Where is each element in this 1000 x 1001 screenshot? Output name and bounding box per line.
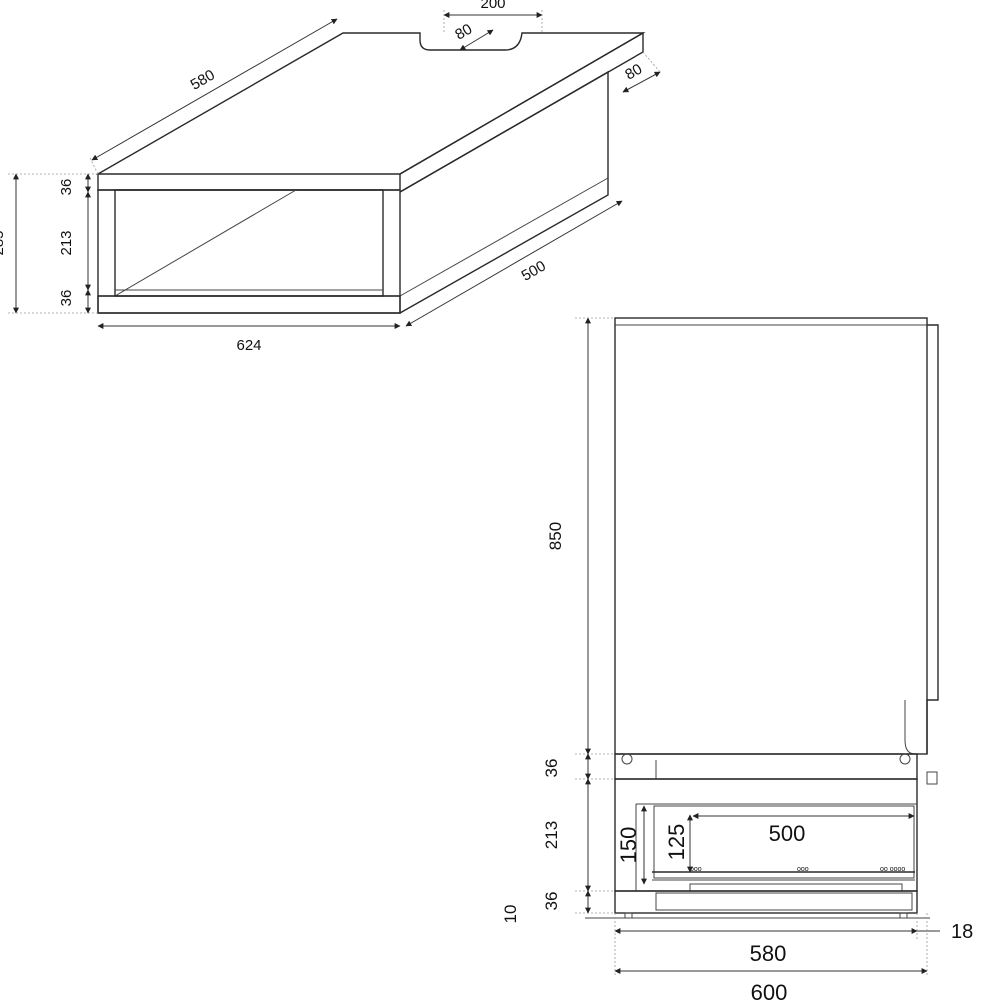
door-knob bbox=[926, 771, 938, 785]
label-panel-top: 36 bbox=[542, 759, 561, 778]
front-bottom-rail bbox=[97, 295, 401, 314]
plinth-bottom-board bbox=[614, 890, 918, 914]
front-frame-outer bbox=[97, 189, 401, 297]
front-opening bbox=[114, 189, 384, 297]
top-slab-top-face bbox=[95, 32, 646, 175]
top-slab-side-face bbox=[399, 31, 644, 193]
plinth-bottom-edge bbox=[97, 296, 401, 314]
label-gap: 10 bbox=[501, 905, 520, 924]
appliance-body bbox=[614, 317, 928, 755]
bottom-foot-left bbox=[624, 912, 633, 919]
label-total-height: 285 bbox=[0, 230, 7, 255]
label-door-thickness: 18 bbox=[951, 921, 973, 943]
foot-right bbox=[899, 753, 911, 765]
label-frame-depth: 580 bbox=[750, 941, 787, 966]
plinth-top-board bbox=[614, 753, 918, 780]
slide-holes-mid: ooo bbox=[797, 866, 809, 873]
side-section-view: ooo ooo oo oooo 850 36 213 36 10 150 125… bbox=[501, 317, 973, 1001]
opening-back-diagonal bbox=[114, 189, 297, 297]
appliance-door-profile bbox=[926, 324, 939, 754]
dim-line-top-length bbox=[91, 18, 338, 161]
isometric-plinth-view: 580 200 80 80 285 36 213 36 624 500 bbox=[0, 0, 661, 354]
appliance-back-notch bbox=[904, 700, 916, 755]
label-opening-side: 213 bbox=[542, 821, 561, 849]
slide-holes-left: ooo bbox=[690, 866, 702, 873]
label-width: 624 bbox=[236, 337, 261, 354]
label-drawer-height: 125 bbox=[664, 824, 689, 861]
body-side-face bbox=[399, 70, 609, 314]
plinth-opening bbox=[614, 778, 918, 892]
dim-line-cutout-depth bbox=[459, 29, 494, 51]
body-side-inner-line bbox=[399, 177, 609, 297]
label-cutout-width: 200 bbox=[480, 0, 505, 12]
label-panel-bottom: 36 bbox=[542, 892, 561, 911]
label-appliance-height: 850 bbox=[546, 522, 565, 550]
bottom-foot-right bbox=[899, 912, 908, 919]
label-drawer-depth: 500 bbox=[769, 821, 806, 846]
label-overall-depth: 600 bbox=[751, 980, 788, 1001]
drawer-front-strip bbox=[689, 883, 903, 892]
label-top-panel: 36 bbox=[58, 179, 75, 196]
dim-line-cutout-offset bbox=[622, 71, 661, 93]
label-cutout-depth: 80 bbox=[452, 21, 475, 44]
label-opening: 213 bbox=[58, 230, 75, 255]
label-side-depth: 500 bbox=[519, 257, 549, 284]
label-bottom-panel: 36 bbox=[58, 290, 75, 307]
slide-holes-right: oo oooo bbox=[880, 866, 905, 873]
label-inner-height: 150 bbox=[616, 827, 641, 864]
drawer-box bbox=[653, 805, 915, 879]
dim-line-side-depth bbox=[405, 200, 623, 327]
top-slab-front-face bbox=[97, 174, 401, 191]
label-cutout-offset: 80 bbox=[622, 61, 645, 84]
foot-left bbox=[621, 753, 633, 765]
